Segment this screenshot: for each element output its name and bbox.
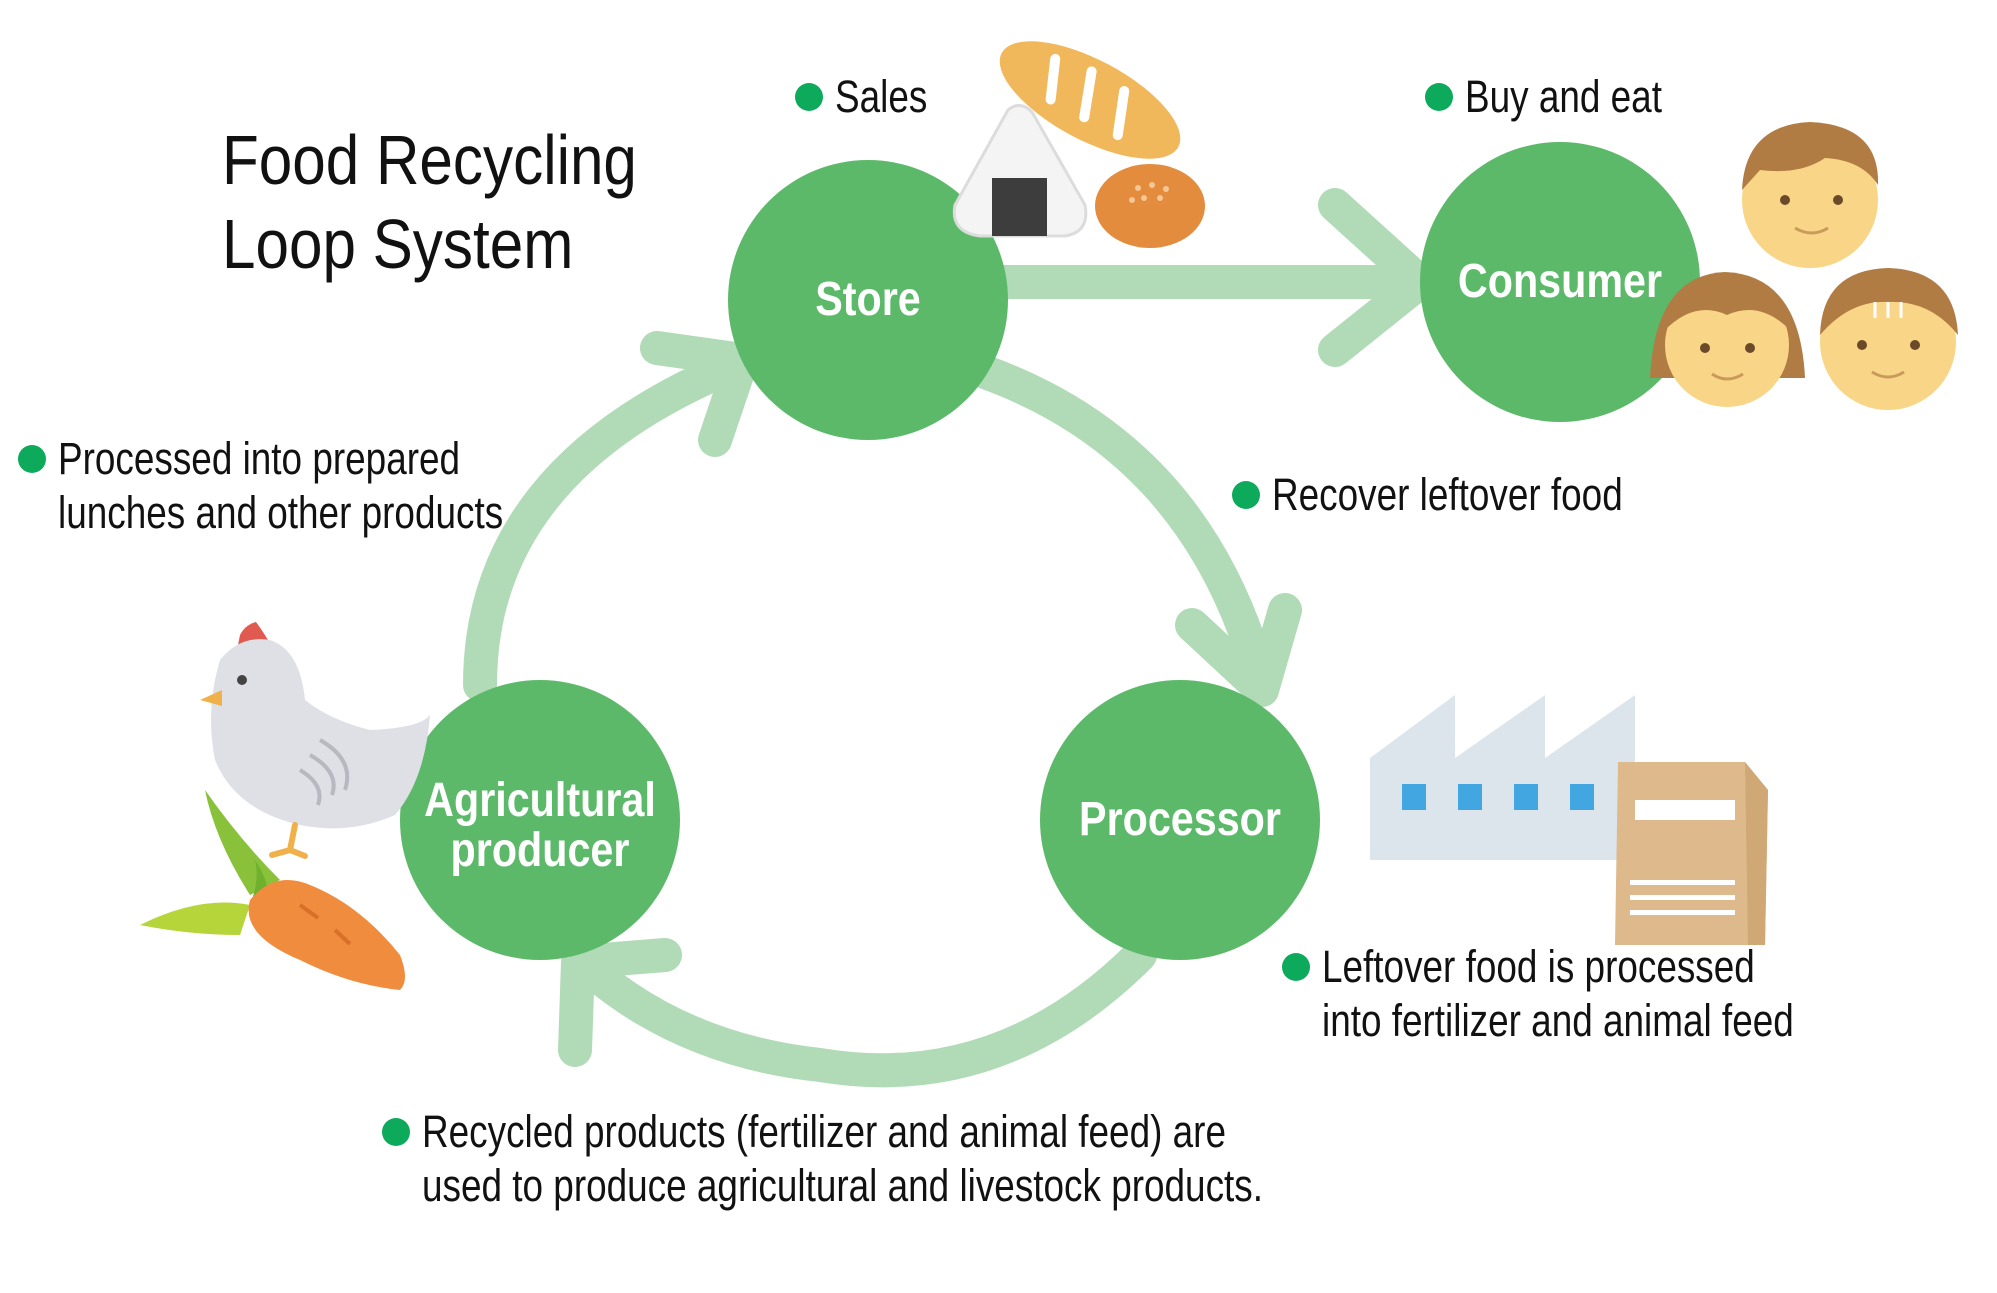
arrow-store-to-processor-head xyxy=(1175,593,1302,707)
bullet-dot xyxy=(1232,481,1260,509)
note-leftover-text-line1: Leftover food is processed xyxy=(1322,941,1755,992)
bread-icon xyxy=(999,41,1181,159)
note-recycled-text-line1: Recycled products (fertilizer and animal… xyxy=(422,1106,1226,1157)
consumer-node-label: Consumer xyxy=(1457,255,1663,308)
bun-icon xyxy=(1095,164,1205,248)
store-node-circle xyxy=(728,160,1008,440)
rice-ball-icon xyxy=(952,104,1088,238)
carrot-icon xyxy=(140,790,405,990)
producer-node-label-line2: producer xyxy=(450,824,630,877)
bullet-dot xyxy=(1425,83,1453,111)
bullet-dot xyxy=(18,445,46,473)
note-processed-text-line2: lunches and other products xyxy=(58,487,504,538)
note-processed-text-line1: Processed into prepared xyxy=(58,433,461,484)
chicken-icon xyxy=(200,622,430,859)
diagram-title-line2: Loop System xyxy=(222,205,574,283)
bullet-dot xyxy=(382,1118,410,1146)
arrow-processor-to-producer xyxy=(568,938,1157,1088)
paper-bag-icon xyxy=(1615,762,1768,945)
factory-icon xyxy=(1370,695,1635,860)
bullet-dot xyxy=(1282,953,1310,981)
note-recover-text: Recover leftover food xyxy=(1272,469,1623,520)
producer-node-label-line1: Agricultural xyxy=(424,774,656,827)
note-recycled-text-line2: used to produce agricultural and livesto… xyxy=(422,1160,1263,1211)
note-sales-text: Sales xyxy=(835,71,928,122)
producer-node-circle xyxy=(400,680,680,960)
processor-node-label: Processor xyxy=(1079,793,1281,846)
arrow-store-to-processor xyxy=(968,355,1279,702)
diagram-title-line1: Food Recycling xyxy=(222,121,637,199)
arrow-producer-to-store xyxy=(463,348,752,702)
faces-icon xyxy=(1650,122,1958,410)
bullet-dot xyxy=(795,83,823,111)
consumer-node-circle xyxy=(1420,142,1700,422)
note-buy-eat-text: Buy and eat xyxy=(1465,71,1662,122)
arrow-processor-to-producer-head xyxy=(558,938,682,1067)
processor-node-circle xyxy=(1040,680,1320,960)
store-node-label: Store xyxy=(815,273,921,326)
note-leftover-text-line2: into fertilizer and animal feed xyxy=(1322,995,1794,1046)
